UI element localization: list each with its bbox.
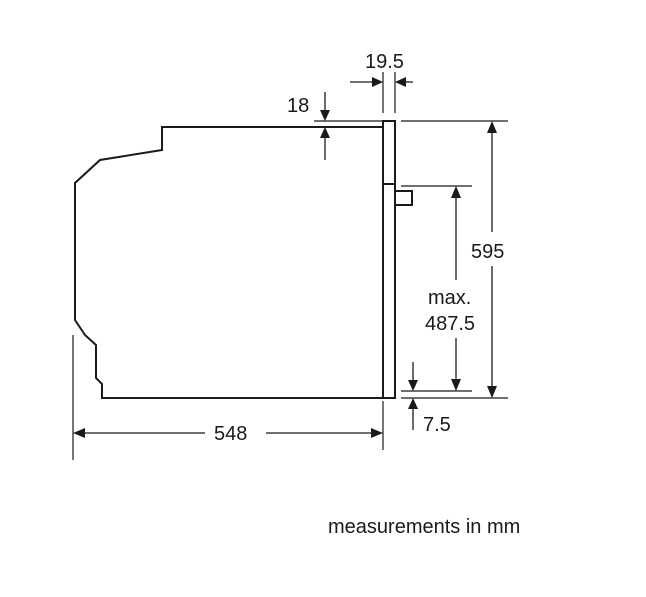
dim-487-arrow-bottom: [451, 379, 461, 391]
dim-bottom-offset-label: 7.5: [423, 414, 451, 436]
dim-595-arrow-bottom: [487, 386, 497, 398]
dim-548-arrow-right: [371, 428, 383, 438]
dim-height-label: 595: [471, 241, 504, 263]
front-door: [382, 183, 396, 399]
appliance-body-outline: [74, 126, 384, 399]
dim-18-arrow-bottom: [320, 127, 330, 138]
dim-595-label-bg: [470, 232, 516, 266]
dim-7-5-arrow-top: [408, 380, 418, 391]
dim-depth-label: 548: [214, 423, 247, 445]
dim-19-5-arrow-right: [395, 77, 406, 87]
dim-7-5-arrow-bottom: [408, 398, 418, 409]
front-panel-upper: [382, 120, 396, 185]
dim-595-arrow-top: [487, 121, 497, 133]
dim-max-value: 487.5: [425, 313, 475, 335]
dim-548-arrow-left: [73, 428, 85, 438]
dim-max-prefix: max.: [428, 287, 471, 309]
dim-19-5-arrow-left: [372, 77, 383, 87]
dim-18-arrow-top: [320, 110, 330, 121]
measurement-caption: measurements in mm: [328, 516, 520, 538]
dim-top-gap-label: 18: [287, 95, 309, 117]
dim-top-offset-label: 19.5: [365, 51, 404, 73]
door-handle: [394, 190, 413, 206]
dim-487-arrow-top: [451, 186, 461, 198]
